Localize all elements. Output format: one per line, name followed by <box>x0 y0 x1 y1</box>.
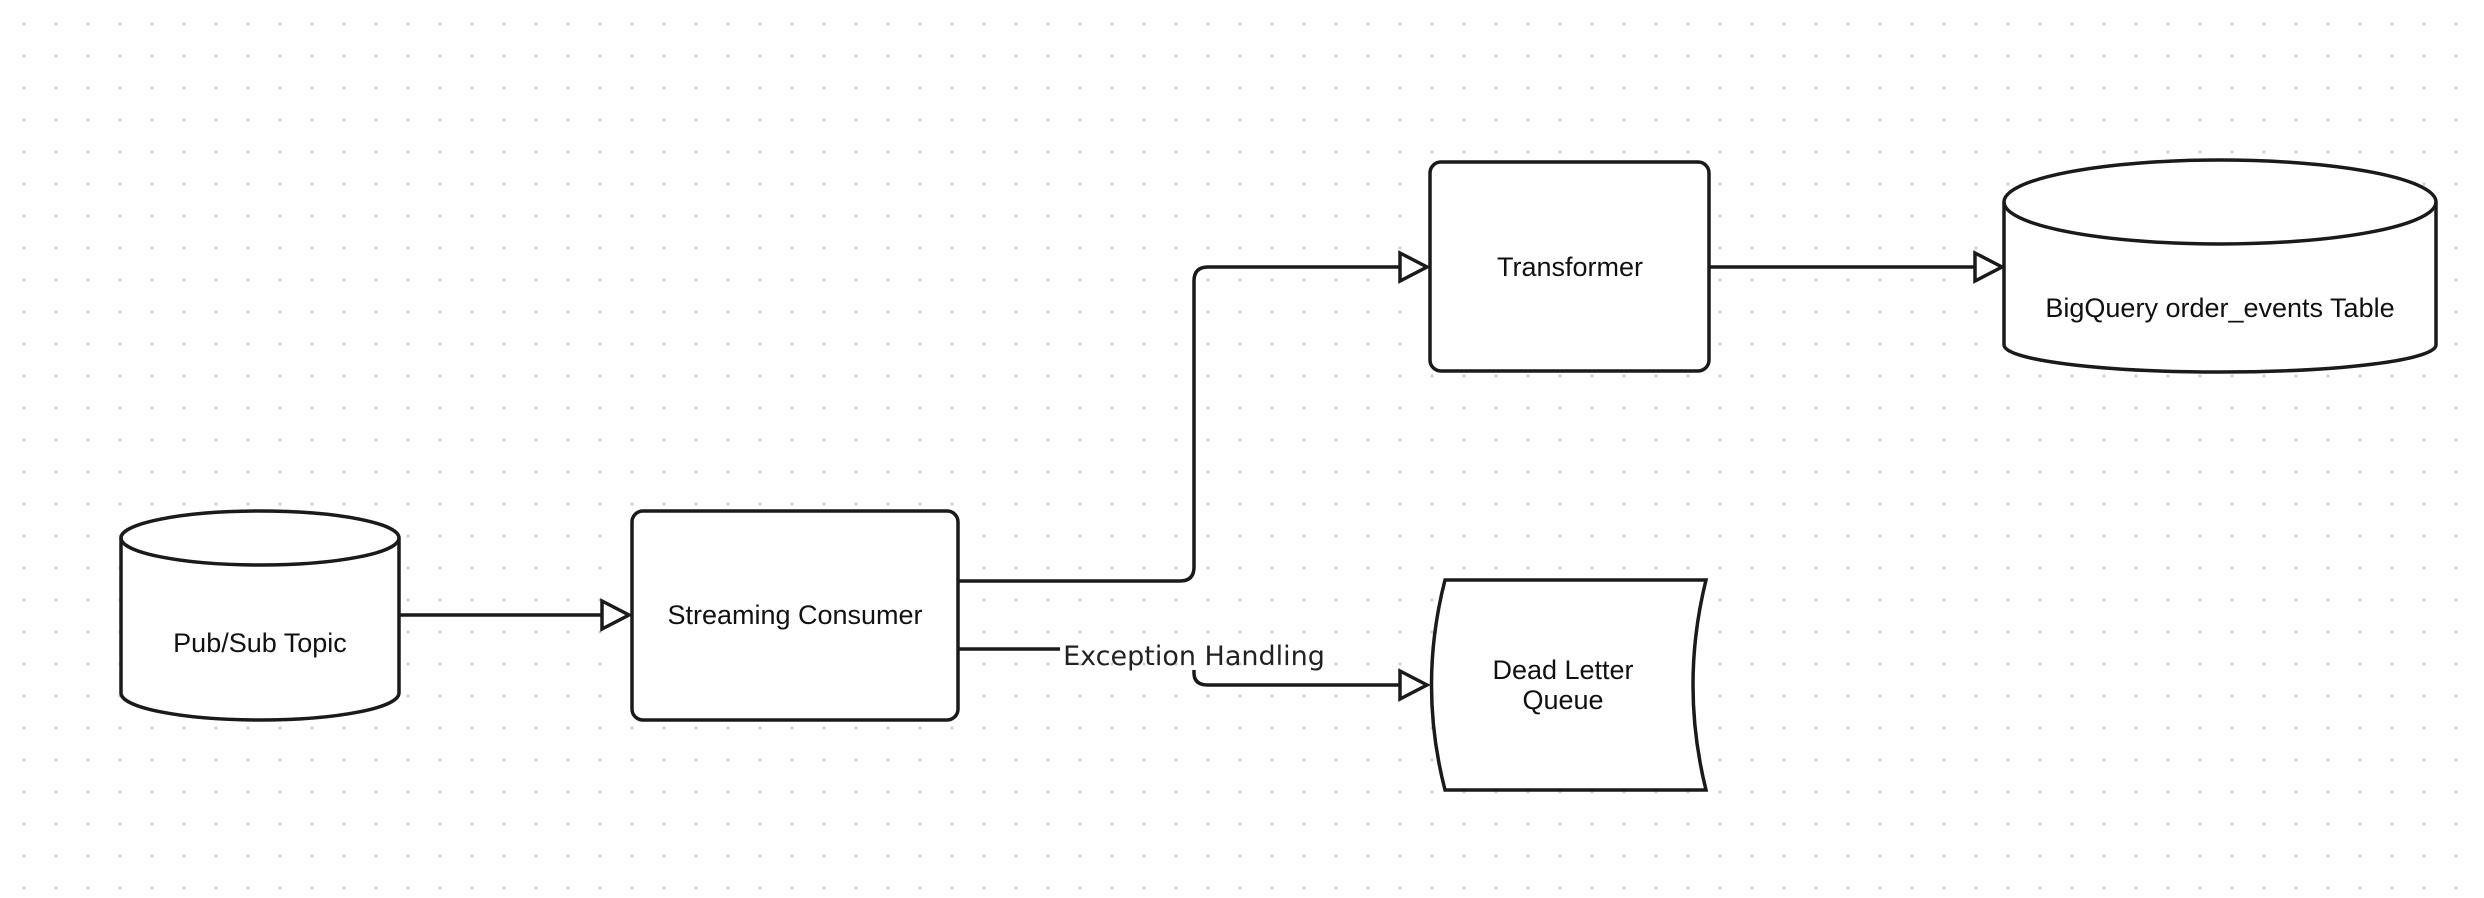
edge-consumer-to-transformer[interactable] <box>958 250 1431 583</box>
node-dead-letter-queue[interactable]: Dead Letter Queue <box>1429 578 1709 792</box>
node-streaming-consumer[interactable]: Streaming Consumer <box>630 509 960 722</box>
node-label: Transformer <box>1497 252 1643 282</box>
stored-data-shape <box>1429 578 1709 792</box>
rounded-rectangle-shape <box>630 509 960 722</box>
node-bigquery-table[interactable]: BigQuery order_events Table <box>2002 158 2438 374</box>
edge-label-exception-handling: Exception Handling <box>1063 641 1325 672</box>
cylinder-shape <box>119 509 401 722</box>
rounded-rectangle-shape <box>1428 160 1711 373</box>
node-transformer[interactable]: Transformer <box>1428 160 1711 373</box>
edge-pubsub-to-consumer[interactable] <box>398 598 633 632</box>
arrowhead-icon <box>1973 250 2006 284</box>
arrowhead-icon <box>1398 250 1431 284</box>
node-label: BigQuery order_events Table <box>2045 293 2394 323</box>
node-label: Streaming Consumer <box>667 600 922 630</box>
node-label-line-1: Dead Letter <box>1492 655 1633 685</box>
cylinder-top-rim <box>2002 201 2438 246</box>
node-pubsub-topic[interactable]: Pub/Sub Topic <box>119 509 401 722</box>
arrowhead-icon <box>1398 668 1431 702</box>
cylinder-shape <box>2002 158 2438 374</box>
node-label: Pub/Sub Topic <box>173 628 347 658</box>
node-label-line-2: Queue <box>1522 685 1603 715</box>
cylinder-top-rim <box>119 537 401 567</box>
arrowhead-icon <box>600 598 633 632</box>
edge-transformer-to-bigquery[interactable] <box>1709 250 2006 284</box>
edge-consumer-to-dlq[interactable]: Exception Handling <box>958 641 1431 702</box>
